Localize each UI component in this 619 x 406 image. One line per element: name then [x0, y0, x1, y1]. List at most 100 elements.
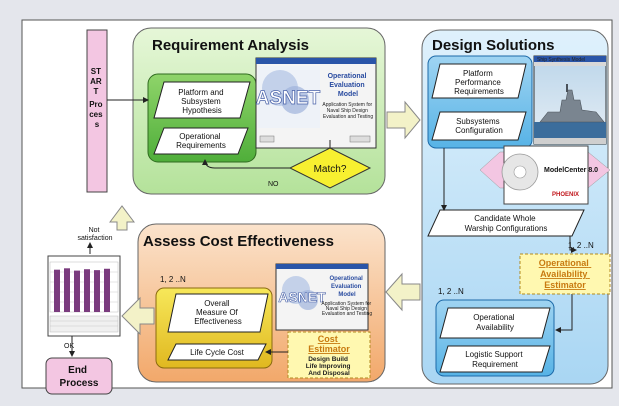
requirement-analysis-title: Requirement Analysis — [152, 37, 309, 54]
candidate-to-estimator-connector — [569, 236, 577, 253]
svg-text:Application System for: Application System for Naval Ship Design… — [322, 102, 373, 120]
chart-bar — [54, 269, 60, 312]
count-assess: 1, 2 ..N — [160, 275, 186, 284]
start-line-2: T — [93, 87, 98, 96]
cost-estimator-line-0: Cost — [318, 334, 338, 344]
start-process-box: ST AR T Pro ces s — [86, 29, 108, 193]
count-bottom-design: 1, 2 ..N — [438, 287, 464, 296]
oa-estimator-line-2: Estimator — [544, 280, 586, 290]
cost-estimator-line-1: Estimator — [308, 344, 350, 354]
end-process-box: End Process — [45, 357, 113, 395]
end-line-0: End — [68, 365, 87, 376]
svg-text:Operational Evaluation: Operational Evaluation Model — [328, 73, 369, 98]
svg-text:Operational Availability: Operational Availability — [473, 313, 517, 332]
estimator-to-availability-connector — [555, 290, 573, 333]
svg-text:Operational Requirements: Operational Requirements — [176, 132, 226, 150]
svg-text:End Process: End Process — [60, 365, 99, 389]
asnet-bottom-title-2: Model — [338, 292, 356, 298]
operational-availability-shape — [439, 307, 551, 339]
operational-availability-line-0: Operational — [473, 313, 515, 322]
chart-bar — [74, 270, 80, 312]
candidate-warship-shape — [427, 209, 585, 237]
ok-label: OK — [64, 343, 74, 350]
platform-hypothesis-line-1: Subsystem — [181, 97, 221, 106]
asnet-top-title-0: Operational — [328, 73, 367, 80]
chart-bar — [84, 269, 90, 312]
asnet-top-title-2: Model — [338, 91, 358, 98]
arrow-to-chart — [121, 296, 155, 336]
svg-text:Not satisfaction: Not satisfaction — [77, 227, 112, 242]
asnet-bottom-sub-0: Application System for — [321, 301, 371, 307]
logistic-line-1: Requirement — [472, 360, 519, 369]
ship-synthesis-screenshot: Ship Synthesis Model — [533, 55, 607, 145]
modelcenter-label: ModelCenter 8.0 — [544, 167, 598, 174]
phoenix-label: PHOENIX — [552, 192, 579, 198]
operational-requirements-line-1: Requirements — [176, 141, 226, 150]
start-line-1: AR — [90, 77, 102, 86]
asnet-bottom-sub-2: Evaluation and Testing — [322, 311, 372, 317]
svg-text:Application System for: Application System for Naval Ship Design… — [321, 301, 372, 317]
asnet-bottom-logo: ASNET — [278, 289, 326, 305]
asnet-bottom-title-0: Operational — [329, 276, 363, 282]
oa-estimator-box: Operational Availability Estimator — [519, 253, 611, 295]
overall-measure-line-1: Measure Of — [196, 308, 239, 317]
svg-text:Operational Evaluation: Operational Evaluation Model — [329, 276, 364, 298]
assess-cost-panel: Assess Cost Effectiveness 1, 2 ..N Overa… — [137, 223, 386, 383]
requirement-analysis-panel: Requirement Analysis Platform and Subsys… — [132, 27, 386, 195]
subsystems-line-0: Subsystems — [456, 117, 500, 126]
cost-estimator-sub-2: And Disposal — [308, 370, 350, 377]
svg-text:Cost Estimator: Cost Estimator — [308, 334, 350, 354]
candidate-line-0: Candidate Whole — [474, 214, 536, 223]
results-bar-chart — [47, 255, 121, 337]
assess-cost-title: Assess Cost Effectiveness — [143, 233, 334, 250]
subsystems-line-1: Configuration — [455, 126, 503, 135]
svg-text:Overall Measure Of: Overall Measure Of Effectiveness — [194, 299, 241, 326]
svg-text:Logistic Support Require: Logistic Support Requirement — [465, 350, 525, 369]
logistic-support-shape — [439, 345, 551, 373]
asnet-top-sub-2: Evaluation and Testing — [323, 114, 373, 120]
oa-estimator-line-0: Operational — [539, 258, 589, 268]
start-line-4: ces — [89, 110, 103, 119]
svg-text:Design Build Life Improv: Design Build Life Improving And Disposal — [306, 356, 353, 377]
subsystems-configuration-shape — [431, 111, 527, 141]
match-diamond — [288, 147, 372, 189]
asnet-top-sub-1: Naval Ship Design — [327, 108, 368, 114]
platform-hypothesis-line-0: Platform and — [178, 88, 223, 97]
not-satisfaction-line-0: Not — [89, 227, 100, 234]
asnet-top-sub-0: Application System for — [322, 102, 372, 108]
asnet-bottom-sub-1: Naval Ship Design — [326, 306, 367, 312]
cost-estimator-box — [287, 331, 371, 379]
asnet-top-title-1: Evaluation — [329, 82, 364, 89]
asnet-screenshot-top: ASNET Operational Evaluation Model Appli… — [255, 57, 377, 149]
platform-hypothesis-line-2: Hypothesis — [182, 106, 222, 115]
life-cycle-cost-label: Life Cycle Cost — [190, 348, 245, 357]
start-line-0: ST — [91, 67, 101, 76]
design-solutions-panel: Design Solutions Platform Performance Re… — [421, 29, 611, 385]
asnet-screenshot-bottom: ASNET Operational Evaluation Model Appli… — [275, 263, 372, 331]
oa-estimator-line-1: Availability — [540, 269, 587, 279]
arrow-up-feedback — [109, 205, 135, 231]
arrow-to-design — [386, 100, 421, 140]
platform-performance-line-0: Platform — [463, 69, 493, 78]
match-label: Match? — [314, 164, 347, 175]
operational-requirements-line-0: Operational — [179, 132, 221, 141]
chart-bar — [64, 268, 70, 312]
not-satisfaction-line-1: satisfaction — [77, 235, 112, 242]
cost-estimator-sub-0: Design Build — [308, 356, 348, 363]
start-line-5: s — [95, 120, 100, 129]
ship-window-title: Ship Synthesis Model — [537, 57, 585, 63]
design-solutions-title: Design Solutions — [432, 37, 555, 54]
overall-measure-line-2: Effectiveness — [194, 317, 241, 326]
operational-availability-line-1: Availability — [476, 323, 514, 332]
overall-measure-shape — [167, 293, 269, 333]
end-line-1: Process — [60, 378, 99, 389]
no-loop-connector — [202, 159, 290, 169]
candidate-line-1: Warship Configurations — [465, 224, 548, 233]
svg-text:Platform and Subsystem: Platform and Subsystem Hypothesis — [178, 88, 226, 115]
operational-requirements-shape — [153, 127, 249, 155]
overall-measure-line-0: Overall — [204, 299, 230, 308]
life-cycle-cost-shape — [167, 343, 267, 361]
asnet-top-logo: ASNET — [256, 88, 321, 109]
